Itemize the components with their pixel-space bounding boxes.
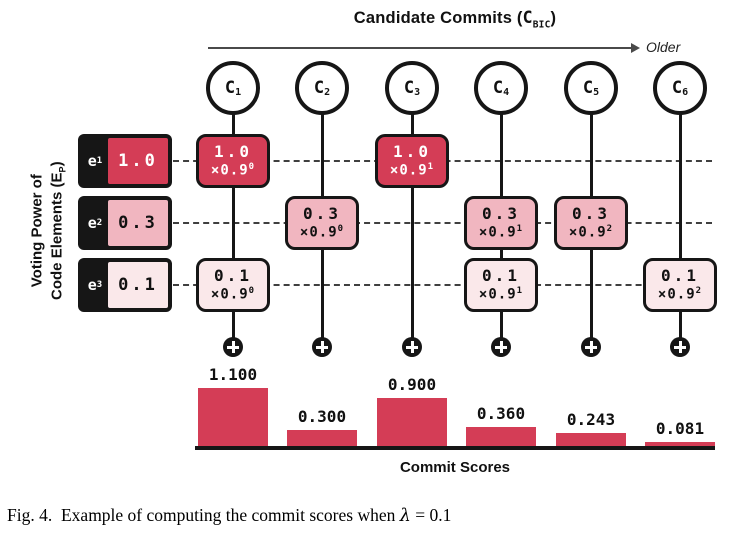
caption-fig-number: Fig. 4.: [7, 505, 53, 525]
plus-icon-c1: [223, 337, 243, 357]
bar-value-label: 0.360: [476, 404, 526, 423]
guide-line-e2: [173, 222, 712, 224]
commit-stem-c1: [231, 113, 235, 339]
diagram-title-text: Candidate Commits (: [353, 9, 523, 27]
commit-symbol: C: [522, 8, 533, 27]
score-bar-c3: [377, 398, 447, 446]
score-bar-c6: [645, 442, 715, 446]
score-cell-c4-e2: 0.3 ×0.91: [464, 196, 538, 250]
timeline-arrow-line: [208, 47, 632, 49]
score-cell-c5-e2: 0.3 ×0.92: [554, 196, 628, 250]
bar-value-label: 1.100: [208, 365, 258, 384]
commit-stem-c3: [410, 113, 414, 339]
score-bar-c2: [287, 430, 357, 446]
bar-value-label: 0.300: [297, 407, 347, 426]
chart-baseline: [195, 446, 715, 450]
guide-line-e3: [173, 284, 712, 286]
axis-label-subscript: P: [57, 166, 68, 173]
score-cell-c1-e1: 1.0 ×0.90: [196, 134, 270, 188]
axis-label-close: ): [48, 161, 66, 167]
plus-icon-c6: [670, 337, 690, 357]
plus-icon-c5: [581, 337, 601, 357]
score-cell-c4-e3: 0.1 ×0.91: [464, 258, 538, 312]
plus-icon-c4: [491, 337, 511, 357]
diagram-title-close: ): [550, 9, 557, 27]
older-label: Older: [646, 39, 681, 55]
plus-icon-c3: [402, 337, 422, 357]
axis-label-line2: Code Elements (E: [48, 172, 66, 300]
commit-stem-c6: [678, 113, 682, 339]
plus-icon-c2: [312, 337, 332, 357]
bar-value-label: 0.900: [387, 375, 437, 394]
score-bar-c5: [556, 433, 626, 446]
lambda-symbol: λ: [399, 506, 411, 526]
timeline-arrowhead-icon: [631, 43, 640, 53]
element-value-e1: 1.0: [108, 138, 168, 184]
caption-text: Example of computing the commit scores w…: [60, 505, 396, 525]
score-cell-c6-e3: 0.1 ×0.92: [643, 258, 717, 312]
element-value-e3: 0.1: [108, 262, 168, 308]
score-cell-c1-e3: 0.1 ×0.90: [196, 258, 270, 312]
axis-label-line1: Voting Power of: [28, 174, 46, 288]
voting-power-axis-label: Voting Power of Code Elements (EP): [27, 136, 68, 326]
caption-value: = 0.1: [415, 505, 452, 525]
score-cell-c3-e1: 1.0 ×0.91: [375, 134, 449, 188]
score-cell-c2-e2: 0.3 ×0.90: [285, 196, 359, 250]
bar-value-label: 0.243: [566, 410, 616, 429]
commit-symbol-subscript: BIC: [532, 19, 551, 31]
element-value-e2: 0.3: [108, 200, 168, 246]
figure-caption: Fig. 4. Example of computing the commit …: [7, 505, 451, 526]
diagram-title: Candidate Commits (CBIC): [195, 8, 715, 30]
score-bar-c4: [466, 427, 536, 446]
score-bar-c1: [198, 388, 268, 446]
bar-value-label: 0.081: [655, 419, 705, 438]
chart-title: Commit Scores: [399, 459, 511, 476]
